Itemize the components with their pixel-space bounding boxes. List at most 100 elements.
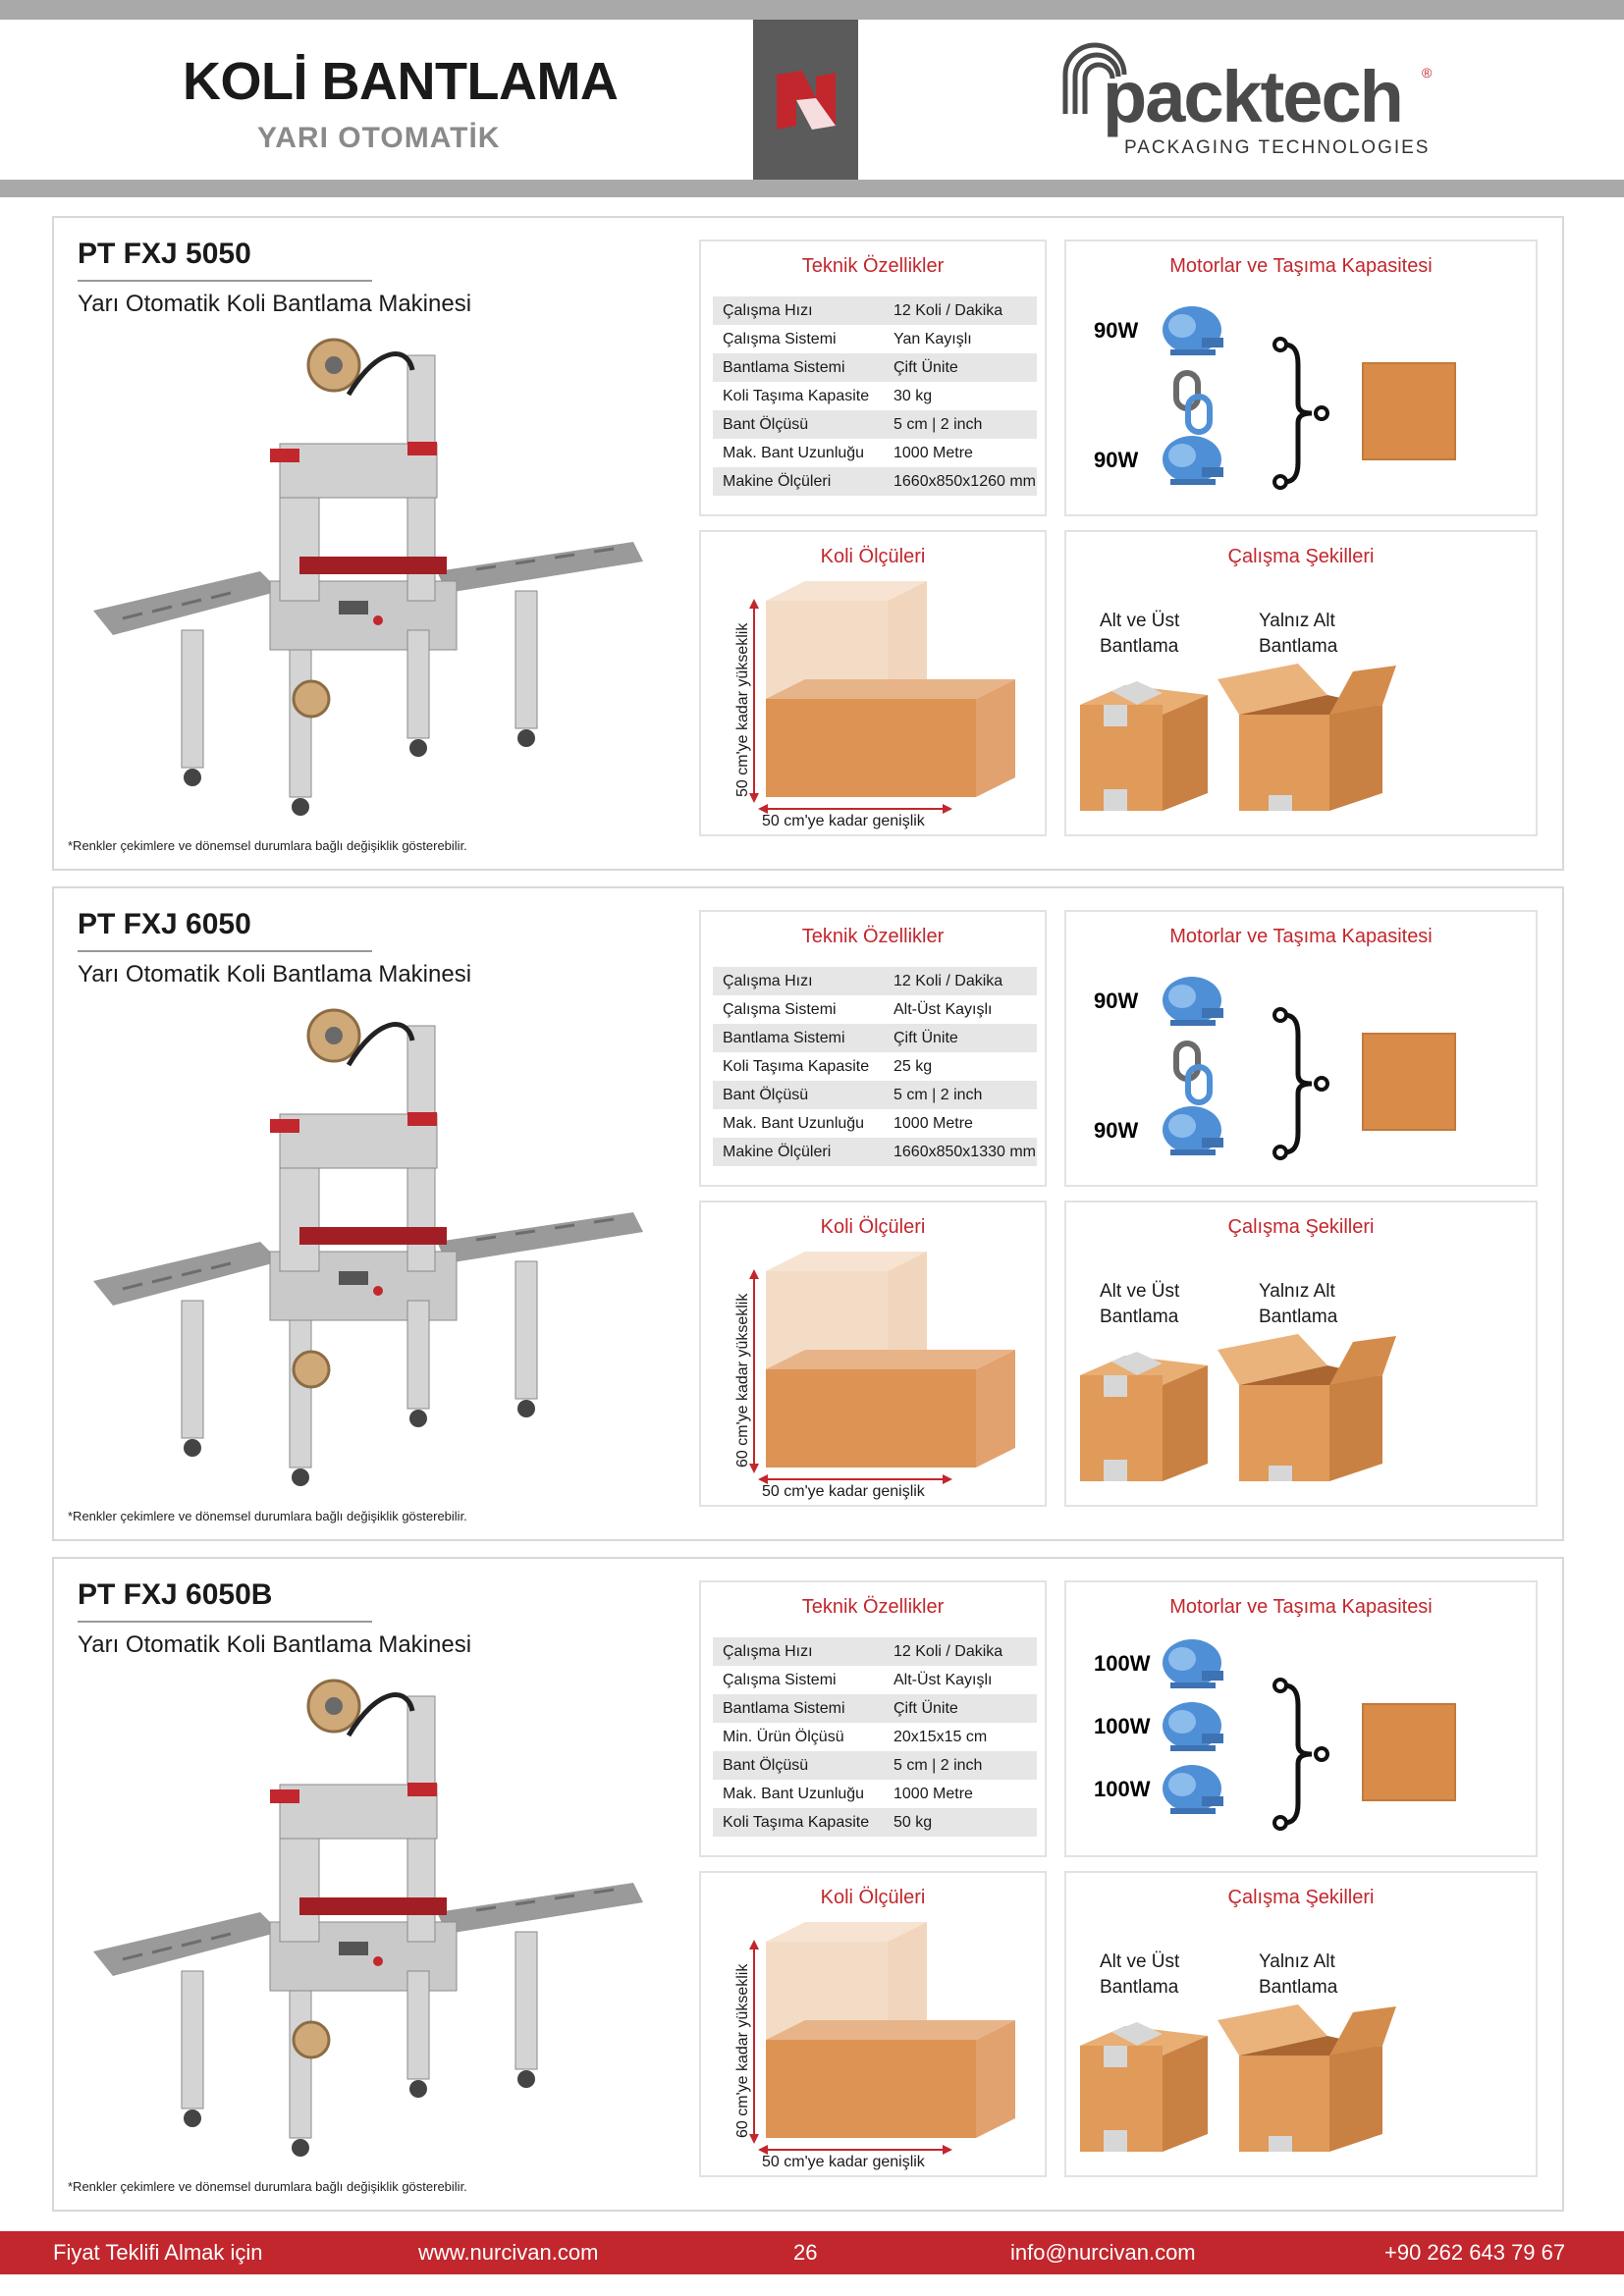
work-modes-diagram [1080,1334,1396,1481]
header-gray-bar [0,180,1624,197]
title-rule [78,280,372,282]
spec-card: Teknik Özellikler Çalışma Hızı 12 Koli / … [699,910,1047,1187]
chain-link-icon [1173,1041,1213,1105]
cardboard-box-icon [1362,1033,1456,1131]
spec-key: Çalışma Sistemi [723,330,837,347]
motor-card-title: Motorlar ve Taşıma Kapasitesi [1169,255,1433,277]
spec-value: 1000 Metre [893,1785,973,1802]
height-label: 60 cm'ye kadar yükseklik [734,1293,751,1468]
spec-key: Mak. Bant Uzunluğu [723,1114,865,1132]
footer-email-link[interactable]: info@nurcivan.com [1010,2240,1196,2265]
closed-box-icon [1080,1352,1208,1481]
spec-value: 12 Koli / Dakika [893,1642,1003,1660]
spec-row: Mak. Bant Uzunluğu 1000 Metre [713,1109,1037,1138]
motor-power-label: 90W [1094,988,1138,1013]
dims-card-title: Koli Ölçüleri [820,1216,926,1238]
box-dimension-diagram [749,1922,1015,2155]
spec-value: 12 Koli / Dakika [893,972,1003,989]
width-label: 50 cm'ye kadar genişlik [762,813,925,829]
product-section-3: PT FXJ 6050B Yarı Otomatik Koli Bantlama… [52,1557,1564,2212]
dims-card-title: Koli Ölçüleri [820,546,926,567]
box-dimensions-card: Koli Ölçüleri 60 cm'ye kadar yükseklik 5… [699,1201,1047,1507]
motor-diagram: 90W 90W [1094,306,1456,490]
spec-row: Çalışma Sistemi Yan Kayışlı [713,325,1037,353]
spec-value: 50 kg [893,1813,933,1831]
electric-motor-icon [1163,436,1223,485]
spec-key: Çalışma Hızı [723,1642,813,1660]
spec-key: Koli Taşıma Kapasite [723,387,870,404]
spec-key: Koli Taşıma Kapasite [723,1813,870,1831]
footer-bar: Fiyat Teklifi Almak için www.nurcivan.co… [0,2231,1624,2274]
motor-power-label: 90W [1094,448,1138,472]
bracket-icon [1272,337,1329,490]
width-label: 50 cm'ye kadar genişlik [762,2154,925,2170]
mode-top-bottom-label: Alt ve Üst Bantlama [1100,1951,1180,1998]
spec-value: 1000 Metre [893,1114,973,1132]
height-label: 60 cm'ye kadar yükseklik [734,1963,751,2138]
page-title: KOLİ BANTLAMA [183,52,619,111]
bracket-icon [1272,1007,1329,1160]
motor-card: Motorlar ve Taşıma Kapasitesi 90W 90W [1064,240,1538,516]
spec-key: Mak. Bant Uzunluğu [723,1785,865,1802]
footer-phone: +90 262 643 79 67 [1384,2240,1566,2265]
spec-key: Makine Ölçüleri [723,1143,832,1160]
spec-value: Yan Kayışlı [893,330,972,347]
title-rule [78,950,372,952]
spec-key: Mak. Bant Uzunluğu [723,444,865,461]
spec-value: Çift Ünite [893,1029,958,1046]
spec-card-title: Teknik Özellikler [801,926,945,947]
spec-value: 5 cm | 2 inch [893,415,983,433]
height-label: 50 cm'ye kadar yükseklik [734,622,751,797]
spec-key: Makine Ölçüleri [723,472,832,490]
spec-value: Çift Ünite [893,358,958,376]
spec-value: 1000 Metre [893,444,973,461]
spec-key: Çalışma Sistemi [723,1671,837,1688]
spec-key: Çalışma Hızı [723,301,813,319]
modes-card-title: Çalışma Şekilleri [1227,1887,1375,1908]
color-disclaimer: *Renkler çekimlere ve dönemsel durumlara… [68,1509,467,1523]
spec-key: Bant Ölçüsü [723,1756,809,1774]
packtech-logo: packtech ® PACKAGING TECHNOLOGIES [1056,35,1438,163]
spec-value: 1660x850x1260 mm [893,472,1036,490]
spec-row: Mak. Bant Uzunluğu 1000 Metre [713,439,1037,467]
spec-row: Bant Ölçüsü 5 cm | 2 inch [713,410,1037,439]
mode-bottom-only-label: Yalnız Alt Bantlama [1259,1281,1338,1327]
motor-power-label: 100W [1094,1651,1151,1676]
footer-website-link[interactable]: www.nurcivan.com [418,2240,599,2265]
electric-motor-icon [1163,1639,1223,1688]
spec-row: Makine Ölçüleri 1660x850x1260 mm [713,467,1037,496]
spec-key: Koli Taşıma Kapasite [723,1057,870,1075]
chain-link-icon [1173,370,1213,435]
electric-motor-icon [1163,977,1223,1026]
spec-row: Çalışma Hızı 12 Koli / Dakika [713,967,1037,995]
top-gray-bar [0,0,1624,20]
mode-top-bottom-label: Alt ve Üst Bantlama [1100,611,1180,657]
motor-power-label: 90W [1094,318,1138,343]
electric-motor-icon [1163,306,1223,355]
spec-key: Bant Ölçüsü [723,415,809,433]
motor-card-title: Motorlar ve Taşıma Kapasitesi [1169,1596,1433,1618]
spec-value: 5 cm | 2 inch [893,1756,983,1774]
machine-illustration [93,1008,643,1486]
box-dimensions-card: Koli Ölçüleri 50 cm'ye kadar yükseklik 5… [699,530,1047,836]
spec-key: Çalışma Sistemi [723,1000,837,1018]
motor-power-label: 100W [1094,1777,1151,1801]
page-subtitle: YARI OTOMATİK [257,122,501,154]
product-model: PT FXJ 6050 [78,908,251,940]
motor-card-title: Motorlar ve Taşıma Kapasitesi [1169,926,1433,947]
electric-motor-icon [1163,1765,1223,1814]
spec-key: Bantlama Sistemi [723,358,845,376]
work-modes-diagram [1080,2004,1396,2152]
motor-power-label: 90W [1094,1118,1138,1143]
cardboard-box-icon [1362,362,1456,460]
open-box-icon [1218,664,1396,811]
spec-key: Çalışma Hızı [723,972,813,989]
registered-mark: ® [1422,65,1433,80]
spec-key: Bant Ölçüsü [723,1086,809,1103]
